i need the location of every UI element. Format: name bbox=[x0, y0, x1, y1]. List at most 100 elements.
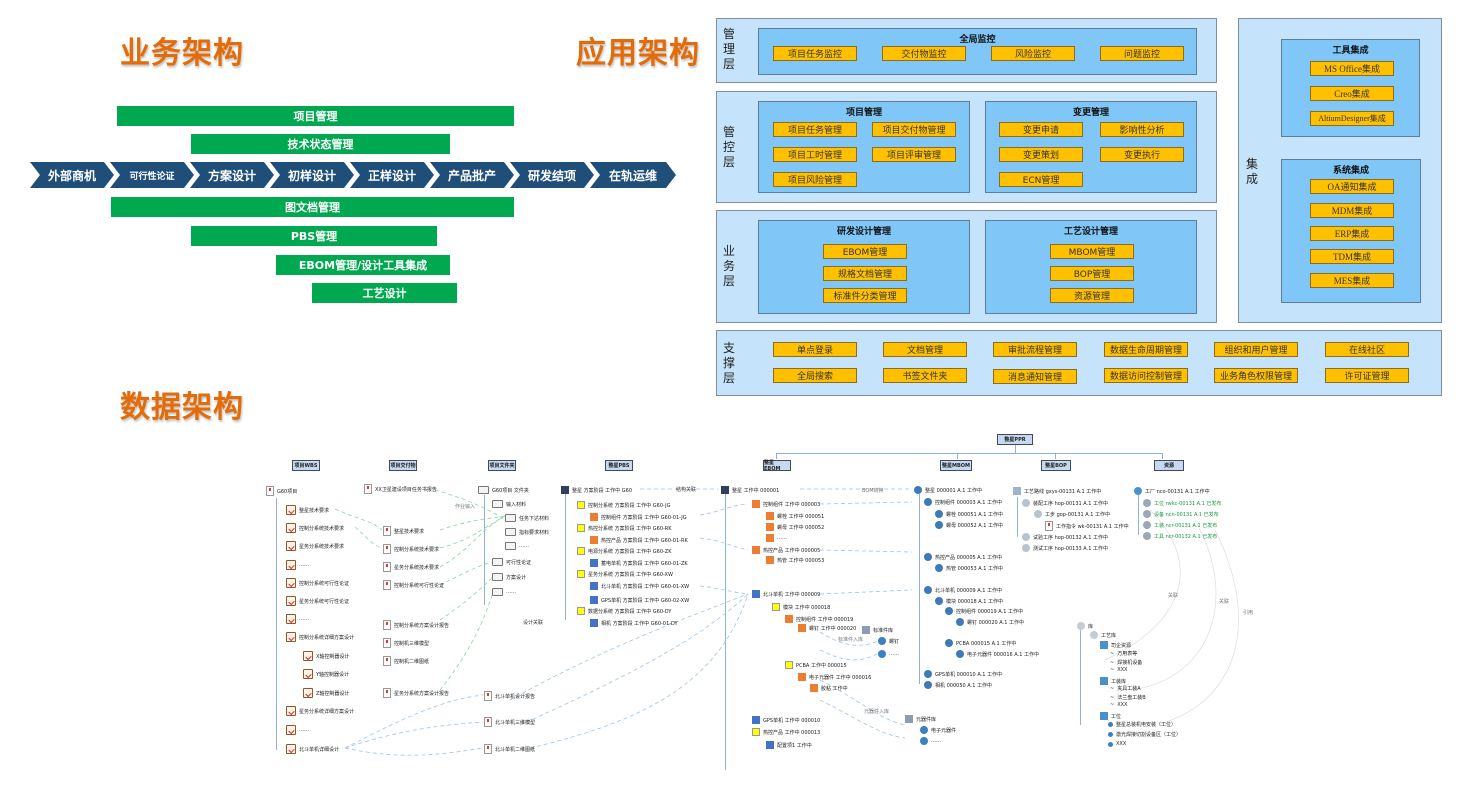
column-header-bop[interactable]: 整星BOP bbox=[1041, 460, 1071, 471]
module-box[interactable]: 许可证管理 bbox=[1325, 368, 1409, 383]
wbs-node[interactable]: Z轴控制器设计 bbox=[303, 688, 349, 698]
library-tree-node[interactable]: ~夹具工装A bbox=[1110, 685, 1141, 693]
pbs-node[interactable]: 控制分系统 方案阶段 工作中 G60-JG bbox=[577, 501, 670, 509]
pbs-node[interactable]: 电源分系统 方案阶段 工作中 G60-ZK bbox=[577, 547, 672, 555]
module-box[interactable]: 项目风险管理 bbox=[773, 172, 857, 187]
ebom-node[interactable]: 胶粘 工作中 bbox=[810, 684, 848, 692]
folder-node[interactable]: 任务下达材料 bbox=[505, 514, 549, 522]
wbs-node[interactable]: Y轴控制器设计 bbox=[303, 669, 349, 679]
bop-node[interactable]: 工步 gop-00131 A.1 工作中 bbox=[1034, 510, 1110, 518]
library-tree-node[interactable]: 工位 bbox=[1100, 712, 1121, 720]
deliverable-node[interactable]: 控制机三维模型 bbox=[383, 638, 429, 648]
module-box[interactable]: 项目任务监控 bbox=[773, 46, 857, 61]
resource-node[interactable]: 工位 rwkc-00131 A.1 已发布 bbox=[1143, 499, 1221, 507]
module-box[interactable]: TDM集成 bbox=[1310, 249, 1394, 264]
deliverable-node[interactable]: 整星技术要求 bbox=[383, 526, 424, 536]
deliverable-node[interactable]: 星务分系统技术要求 bbox=[383, 562, 439, 572]
pbs-node[interactable]: 整星 方案阶段 工作中 G60 bbox=[561, 486, 632, 494]
library-tree-node[interactable]: 工艺库 bbox=[1090, 631, 1116, 639]
wbs-node[interactable]: 控制分系统技术要求 bbox=[286, 523, 344, 533]
module-box[interactable]: 问题监控 bbox=[1100, 46, 1184, 61]
ebom-node[interactable]: 控制组件 工作中 000019 bbox=[785, 615, 853, 623]
ebom-node[interactable]: GPS单机 工作中 000010 bbox=[752, 716, 820, 724]
library-tree-node[interactable]: ~法兰盘工装B bbox=[1110, 694, 1146, 702]
module-box[interactable]: AltiumDesigner集成 bbox=[1310, 111, 1394, 126]
module-box[interactable]: MBOM管理 bbox=[1050, 244, 1134, 259]
module-box[interactable]: 数据访问控制管理 bbox=[1104, 368, 1188, 383]
module-box[interactable]: BOP管理 bbox=[1050, 266, 1134, 281]
folder-node[interactable]: 可行性论证 bbox=[492, 558, 531, 566]
bop-node[interactable]: 试验工序 hop-00132 A.1 工作中 bbox=[1022, 533, 1108, 541]
resource-node[interactable]: 工装 ncr-00131 A.1 已发布 bbox=[1143, 521, 1217, 529]
bop-node[interactable]: 工艺路线 gxys-00131 A.1 工作中 bbox=[1013, 487, 1101, 495]
wbs-node[interactable]: 星务分系统详细方案设计 bbox=[286, 706, 354, 716]
column-header-ebom[interactable]: 整星EBOM bbox=[763, 460, 791, 472]
wbs-node[interactable]: X轴控制器设计 bbox=[303, 651, 349, 661]
deliverable-node[interactable]: 北斗单机三维模型 bbox=[484, 717, 535, 727]
mbom-node[interactable]: 螺栓 000051 A.1 工作中 bbox=[935, 510, 1003, 518]
deliverable-node[interactable]: XX卫星建设项目任务书报告 bbox=[364, 484, 437, 494]
bop-node[interactable]: 工作指令 wk-00131 A.1 工作中 bbox=[1045, 521, 1129, 531]
deliverable-node[interactable]: 星务分系统方案设计报告 bbox=[383, 688, 449, 698]
deliverable-node[interactable]: 北斗单机设计报告 bbox=[484, 691, 535, 701]
module-box[interactable]: 资源管理 bbox=[1050, 288, 1134, 303]
folder-node[interactable]: 输入材料 bbox=[492, 500, 526, 508]
module-box[interactable]: 书签文件夹 bbox=[883, 368, 967, 383]
mbom-node[interactable]: 模块 000018 A.1 工作中 bbox=[935, 597, 1003, 605]
wbs-node[interactable]: …… bbox=[286, 614, 309, 624]
wbs-node[interactable]: 星务分系统可行性论证 bbox=[286, 596, 349, 606]
pbs-node[interactable]: 热控产品 方案阶段 工作中 G60-01-RK bbox=[590, 536, 688, 544]
resource-node[interactable]: 工厂 nco-00131 A.1 工作中 bbox=[1134, 487, 1210, 495]
mbom-node[interactable]: 相机 000050 A.1 工作中 bbox=[924, 681, 992, 689]
module-box[interactable]: 文档管理 bbox=[883, 342, 967, 357]
deliverable-node[interactable]: 北斗单机二维图纸 bbox=[484, 744, 535, 754]
library-tree-node[interactable]: 司企资源 bbox=[1100, 641, 1131, 649]
ebom-node[interactable]: 控制组件 工作中 000003 bbox=[752, 500, 820, 508]
module-box[interactable]: 项目工时管理 bbox=[773, 147, 857, 162]
module-box[interactable]: 项目任务管理 bbox=[773, 122, 857, 137]
module-box[interactable]: 项目评审管理 bbox=[872, 147, 956, 162]
resource-node[interactable]: 设备 ncn-00131 A.1 已发布 bbox=[1143, 510, 1219, 518]
module-box[interactable]: 规格文档管理 bbox=[823, 266, 907, 281]
pbs-node[interactable]: 热控分系统 方案阶段 工作中 G60-RK bbox=[577, 524, 672, 532]
module-box[interactable]: OA通知集成 bbox=[1310, 179, 1394, 194]
module-box[interactable]: ECN管理 bbox=[999, 172, 1083, 187]
pbs-node[interactable]: 北斗单机 方案阶段 工作中 G60-01-XW bbox=[590, 582, 689, 590]
library-item[interactable]: 螺钉 bbox=[878, 637, 899, 645]
component-library[interactable]: 元器件库 bbox=[905, 715, 936, 723]
folder-node[interactable]: G60项目 文件夹 bbox=[478, 486, 529, 494]
ebom-node[interactable]: 螺栓 工作中 000051 bbox=[766, 512, 824, 520]
wbs-node[interactable]: …… bbox=[286, 560, 309, 570]
ebom-node[interactable]: 北斗单机 工作中 000009 bbox=[752, 590, 820, 598]
root-node-ppr[interactable]: 整星PPR bbox=[997, 434, 1033, 445]
module-box[interactable]: 交付物监控 bbox=[882, 46, 966, 61]
mbom-node[interactable]: PCBA 000015 A.1 工作中 bbox=[945, 639, 1016, 647]
module-box[interactable]: 审批流程管理 bbox=[993, 342, 1077, 357]
library-tree-node[interactable]: 整星总装机电安装（工位） bbox=[1108, 721, 1176, 728]
wbs-node[interactable]: G60项目 bbox=[266, 486, 297, 496]
module-box[interactable]: 变更策划 bbox=[999, 147, 1083, 162]
ebom-node[interactable]: 整星 工作中 000001 bbox=[721, 486, 779, 494]
module-box[interactable]: MES集成 bbox=[1310, 273, 1394, 288]
wbs-node[interactable]: 控制分系统可行性论证 bbox=[286, 578, 349, 588]
mbom-node[interactable]: 热控产品 000005 A.1 工作中 bbox=[924, 553, 1002, 561]
mbom-node[interactable]: 控制组件 000019 A.1 工作中 bbox=[945, 607, 1023, 615]
module-box[interactable]: 风险监控 bbox=[991, 46, 1075, 61]
module-box[interactable]: 组织和用户管理 bbox=[1214, 342, 1298, 357]
mbom-node[interactable]: 螺钉 000020 A.1 工作中 bbox=[956, 618, 1024, 626]
wbs-node[interactable]: …… bbox=[286, 725, 309, 735]
mbom-node[interactable]: GPS单机 000010 A.1 工作中 bbox=[924, 670, 1002, 678]
folder-node[interactable]: 指标要求材料 bbox=[505, 528, 549, 536]
ebom-node[interactable]: PCBA 工作中 000015 bbox=[785, 661, 847, 669]
mbom-node[interactable]: 北斗单机 000009 A.1 工作中 bbox=[924, 586, 1002, 594]
column-header-folder[interactable]: 项目文件夹 bbox=[488, 460, 516, 471]
pbs-node[interactable]: 数据分系统 方案阶段 工作中 G60-DY bbox=[577, 607, 671, 615]
deliverable-node[interactable]: 控制分系统可行性论证 bbox=[383, 580, 444, 590]
ebom-node[interactable]: 螺母 工作中 000052 bbox=[766, 523, 824, 531]
library-tree-node[interactable]: ~焊接机设备 bbox=[1110, 659, 1143, 667]
folder-node[interactable]: 方案设计 bbox=[492, 573, 526, 581]
ebom-node[interactable]: 配置项1 工作中 bbox=[766, 741, 812, 749]
module-box[interactable]: ERP集成 bbox=[1310, 226, 1394, 241]
module-box[interactable]: 变更申请 bbox=[999, 122, 1083, 137]
pbs-node[interactable]: 相机 方案阶段 工作中 G60-01-DY bbox=[590, 619, 678, 627]
